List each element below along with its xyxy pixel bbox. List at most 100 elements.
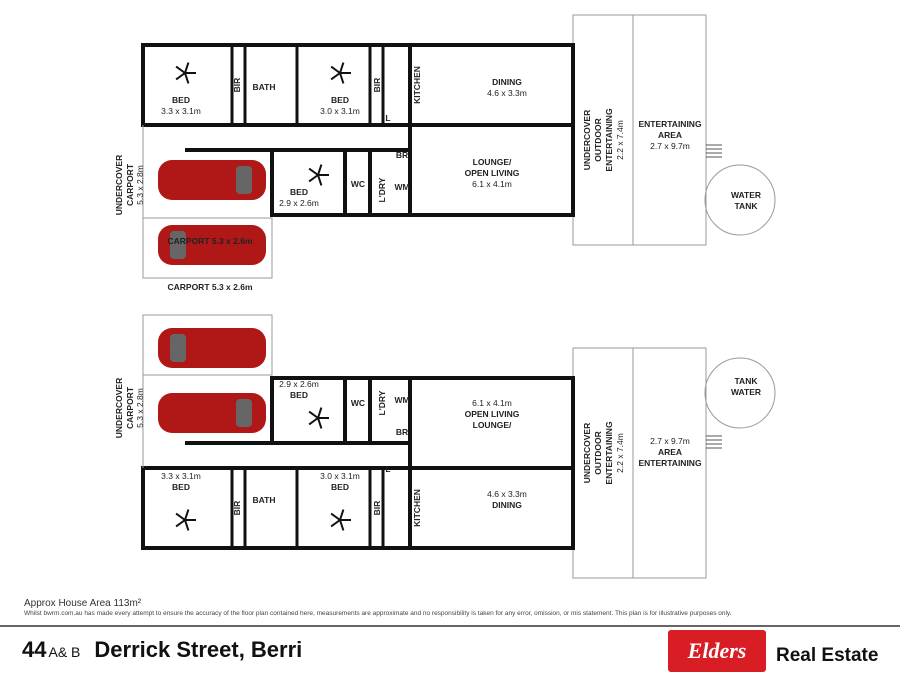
ceiling-fan-icon — [308, 167, 319, 176]
living-area — [408, 43, 575, 217]
room-size: 2.7 x 9.7m — [650, 436, 690, 446]
street-name: Derrick Street, Berri — [94, 637, 303, 662]
ceiling-fan-icon — [175, 72, 186, 81]
ceiling-fan-icon — [339, 519, 345, 531]
room-size: 2.7 x 9.7m — [650, 141, 690, 151]
laundry — [368, 376, 412, 445]
room-size: 2.2 x 7.4m — [615, 120, 625, 160]
room-label: L — [385, 464, 390, 474]
room-size: 2.9 x 2.6m — [279, 379, 319, 389]
room-label: AREA — [658, 447, 682, 457]
car-windscreen — [236, 166, 252, 194]
room-label: CARPORT 5.3 x 2.6m — [167, 282, 252, 292]
car-windscreen — [170, 334, 186, 362]
room-size: 5.3 x 2.8m — [135, 165, 145, 205]
room-size: 6.1 x 4.1m — [472, 398, 512, 408]
room-label: ENTERTAINING — [638, 458, 702, 468]
room-label: BED — [172, 482, 190, 492]
room-label: CARPORT — [125, 163, 135, 206]
room-label: L'DRY — [377, 390, 387, 415]
ceiling-fan-icon — [308, 410, 319, 419]
divider — [0, 625, 900, 627]
room-label: WM — [394, 182, 409, 192]
room-label: BIR — [372, 78, 382, 93]
water-tank — [704, 164, 776, 236]
ceiling-fan-icon — [317, 174, 323, 186]
room-label: ENTERTAINING — [604, 421, 614, 485]
ceiling-fan-icon — [330, 65, 341, 74]
ceiling-fan-icon — [184, 62, 190, 74]
room-label: AREA — [658, 130, 682, 140]
wc — [343, 376, 372, 445]
room-label: UNDERCOVER — [114, 155, 124, 215]
room-label: CARPORT — [125, 386, 135, 429]
ceiling-fan-icon — [339, 509, 345, 521]
room-label: WATER — [731, 190, 761, 200]
room-label: CARPORT 5.3 x 2.6m — [167, 236, 252, 246]
ceiling-fan-icon — [339, 62, 345, 74]
room-label: UNDERCOVER — [114, 378, 124, 438]
ceiling-fan-icon — [175, 519, 186, 528]
entertaining-area — [632, 14, 707, 246]
room-label: BED — [290, 187, 308, 197]
living-area — [408, 376, 575, 550]
room-label: BATH — [253, 82, 276, 92]
room-label: WATER — [731, 387, 761, 397]
room-label: OPEN LIVING — [465, 168, 520, 178]
room-label: UNDERCOVER — [582, 423, 592, 483]
room-label: DINING — [492, 500, 522, 510]
room-label: WC — [351, 398, 365, 408]
room-size: 2.9 x 2.6m — [279, 198, 319, 208]
carport — [142, 217, 273, 279]
room-size: 2.2 x 7.4m — [615, 433, 625, 473]
room-size: 5.3 x 2.8m — [135, 388, 145, 428]
ceiling-fan-icon — [184, 509, 190, 521]
room-label: TANK — [735, 201, 759, 211]
room-label: ENTERTAINING — [604, 108, 614, 172]
water-tank — [704, 357, 776, 429]
room-label: UNDERCOVER — [582, 110, 592, 170]
room-label: ENTERTAINING — [638, 119, 702, 129]
room-label: KITCHEN — [412, 66, 422, 104]
ceiling-fan-icon — [184, 72, 190, 84]
room-label: L'DRY — [377, 177, 387, 202]
room-label: BED — [172, 95, 190, 105]
house-area: Approx House Area 113m² — [24, 598, 142, 609]
room-size: 3.0 x 3.1m — [320, 471, 360, 481]
room-size: 4.6 x 3.3m — [487, 88, 527, 98]
room-label: WM — [394, 395, 409, 405]
ceiling-fan-icon — [184, 519, 190, 531]
room-label: BIR — [232, 78, 242, 93]
ceiling-fan-icon — [339, 72, 345, 84]
room-label: LOUNGE/ — [473, 157, 512, 167]
room-size: 6.1 x 4.1m — [472, 179, 512, 189]
car-windscreen — [236, 399, 252, 427]
room-label: BR — [396, 427, 408, 437]
ceiling-fan-icon — [317, 407, 323, 419]
ceiling-fan-icon — [308, 417, 319, 426]
room-label: OUTDOOR — [593, 431, 603, 474]
room-label: BIR — [232, 501, 242, 516]
room-size: 3.3 x 3.1m — [161, 471, 201, 481]
room-label: KITCHEN — [412, 489, 422, 527]
room-size: 4.6 x 3.3m — [487, 489, 527, 499]
room-label: OUTDOOR — [593, 118, 603, 161]
carport — [142, 314, 273, 376]
ceiling-fan-icon — [175, 512, 186, 521]
room-label: LOUNGE/ — [473, 420, 512, 430]
room-label: BIR — [372, 501, 382, 516]
entertaining-area — [632, 347, 707, 579]
ceiling-fan-icon — [330, 72, 341, 81]
ceiling-fan-icon — [317, 417, 323, 429]
room-label: TANK — [735, 376, 759, 386]
logo-tagline: Real Estate — [776, 645, 879, 666]
room-label: BATH — [253, 495, 276, 505]
room-size: 3.3 x 3.1m — [161, 106, 201, 116]
street-number: 44 — [22, 637, 47, 662]
unit-suffix: A& B — [48, 644, 81, 660]
ceiling-fan-icon — [317, 164, 323, 176]
room-label: WC — [351, 179, 365, 189]
disclaimer: Whilst bwrm.com.au has made every attemp… — [24, 610, 732, 617]
ceiling-fan-icon — [330, 512, 341, 521]
